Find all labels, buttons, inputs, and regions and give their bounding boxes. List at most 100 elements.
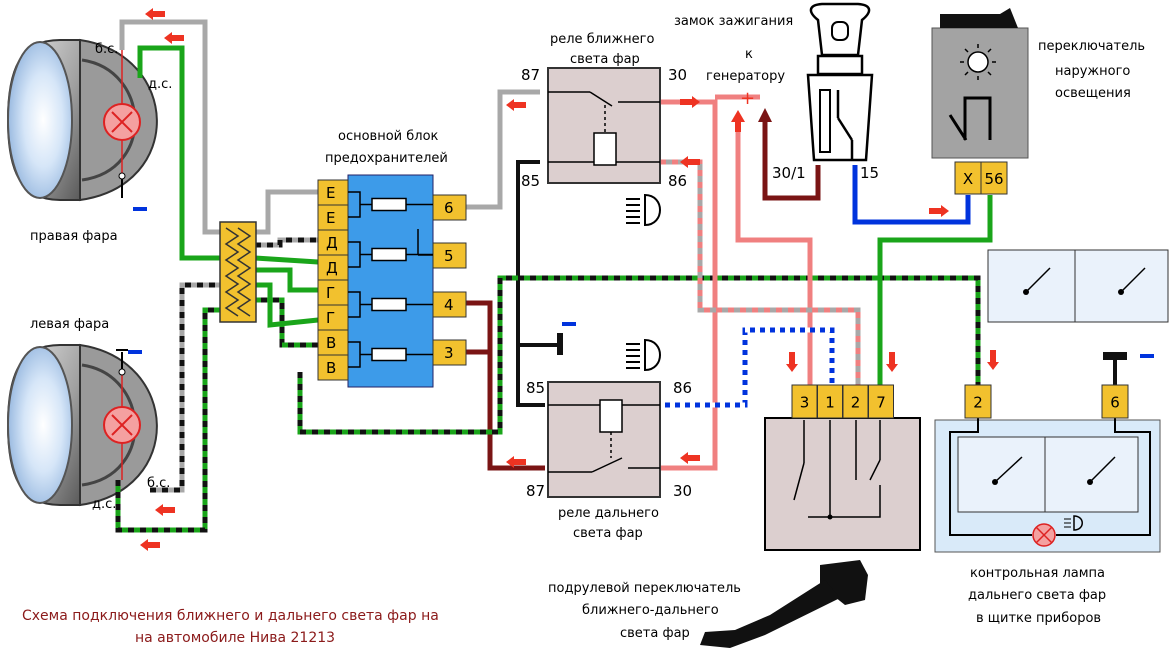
svg-text:6: 6: [444, 199, 454, 217]
bs-bottom-label: б.с.: [147, 476, 170, 491]
plus-sign: +: [740, 88, 755, 109]
low-beam-icon: [626, 193, 661, 227]
right-headlight: [6, 38, 158, 202]
fuse-number-6: 6: [432, 194, 467, 221]
ground-minus-icon: [1140, 354, 1154, 358]
caption-line-1: Схема подключения ближнего и дальнего св…: [22, 608, 439, 624]
high-beam-relay: [547, 381, 661, 498]
control-lamp-label-3: в щитке приборов: [976, 611, 1101, 626]
wires: [115, 19, 993, 533]
ground-minus-icon: [128, 350, 142, 354]
column-switch-label-3: света фар: [620, 626, 690, 641]
light-switch-pin-x: X: [954, 161, 982, 195]
fuse-number-3: 3: [432, 339, 467, 366]
low-relay-label-1: реле ближнего: [550, 32, 655, 47]
fuse-element: [348, 191, 433, 218]
ground-minus-icon: [562, 322, 576, 326]
fuse-letter-5: Г: [317, 304, 349, 331]
fuse-element: [348, 241, 433, 268]
svg-text:3: 3: [444, 344, 454, 362]
control-lamp-label-2: дальнего света фар: [968, 588, 1106, 603]
svg-text:1: 1: [825, 394, 835, 412]
ds-bottom-label: д.с.: [92, 497, 116, 512]
column-switch-pin-7: 7: [868, 384, 894, 419]
high-beam-icon: [626, 338, 661, 372]
ignition-switch: [806, 2, 874, 162]
sun-lamp-icon: [960, 44, 996, 80]
left-headlight: [6, 343, 158, 507]
high-relay-pin-85: 85: [526, 379, 545, 397]
to-generator-label-1: к: [745, 47, 753, 62]
svg-text:7: 7: [876, 394, 886, 412]
fuse-element: [348, 291, 433, 318]
instrument-panel: [934, 418, 1161, 553]
column-switch-label-1: подрулевой переключатель: [548, 581, 741, 596]
low-relay-pin-30: 30: [668, 66, 687, 84]
svg-text:Е: Е: [326, 209, 335, 227]
high-relay-label-1: реле дальнего: [558, 506, 659, 521]
light-switch-pin-56: 56: [980, 161, 1008, 195]
light-switch-label-3: освещения: [1055, 86, 1131, 101]
fuse-letter-3: Д: [317, 254, 349, 281]
fuse-element: [348, 341, 433, 368]
high-relay-pin-87: 87: [526, 482, 545, 500]
svg-text:56: 56: [984, 170, 1003, 188]
low-relay-pin-87: 87: [521, 66, 540, 84]
high-relay-pin-86: 86: [673, 379, 692, 397]
ds-top-label: д.с.: [148, 77, 172, 92]
right-headlight-label: правая фара: [30, 229, 118, 244]
svg-text:3: 3: [800, 394, 810, 412]
svg-text:X: X: [963, 170, 973, 188]
ground-minus-icon: [133, 207, 147, 211]
svg-text:Д: Д: [326, 234, 338, 252]
ignition-label: замок зажигания: [674, 14, 793, 29]
svg-text:Д: Д: [326, 259, 338, 277]
bs-top-label: б.с.: [95, 42, 118, 57]
column-switch-label-2: ближнего-дальнего: [582, 603, 719, 618]
low-relay-label-2: света фар: [570, 52, 640, 67]
svg-text:4: 4: [444, 296, 454, 314]
relay-box-icon: [987, 249, 1169, 323]
fuse-letter-2: Д: [317, 229, 349, 256]
column-switch-pin-3: 3: [791, 384, 818, 419]
fuse-letter-0: Е: [317, 179, 349, 206]
ignition-pin-30-1: 30/1: [772, 164, 806, 182]
fuse-letter-4: Г: [317, 279, 349, 306]
caption-line-2: на автомобиле Нива 21213: [135, 630, 335, 646]
fuse-block-label-1: основной блок: [338, 129, 439, 144]
fuse-letter-1: Е: [317, 204, 349, 231]
svg-text:В: В: [326, 334, 336, 352]
column-switch-pin-2: 2: [842, 384, 869, 419]
fuse-letter-7: В: [317, 354, 349, 381]
high-relay-pin-30: 30: [673, 482, 692, 500]
high-relay-label-2: света фар: [573, 526, 643, 541]
panel-pin-6: 6: [1101, 384, 1129, 419]
panel-pin-2: 2: [964, 384, 992, 419]
fuse-letter-6: В: [317, 329, 349, 356]
control-lamp-label-1: контрольная лампа: [970, 566, 1105, 581]
svg-text:Г: Г: [326, 309, 335, 327]
left-headlight-label: левая фара: [30, 317, 109, 332]
svg-text:5: 5: [444, 247, 454, 265]
svg-text:6: 6: [1110, 394, 1120, 412]
column-switch: [700, 417, 921, 648]
headlight-connector: [219, 221, 257, 323]
column-switch-pin-1: 1: [817, 384, 843, 419]
fuse-number-5: 5: [432, 242, 467, 269]
ignition-pin-15: 15: [860, 164, 879, 182]
low-relay-pin-86: 86: [668, 172, 687, 190]
fuse-number-4: 4: [432, 291, 467, 318]
light-switch-label-1: переключатель: [1038, 39, 1145, 54]
svg-text:2: 2: [973, 394, 983, 412]
light-switch-label-2: наружного: [1055, 64, 1130, 79]
low-beam-relay: [547, 67, 661, 184]
fuse-block-label-2: предохранителей: [325, 151, 448, 166]
svg-text:Е: Е: [326, 184, 335, 202]
low-relay-pin-85: 85: [521, 172, 540, 190]
light-switch: [931, 8, 1029, 159]
svg-text:Г: Г: [326, 284, 335, 302]
svg-text:2: 2: [851, 394, 861, 412]
to-generator-label-2: генератору: [706, 69, 785, 84]
